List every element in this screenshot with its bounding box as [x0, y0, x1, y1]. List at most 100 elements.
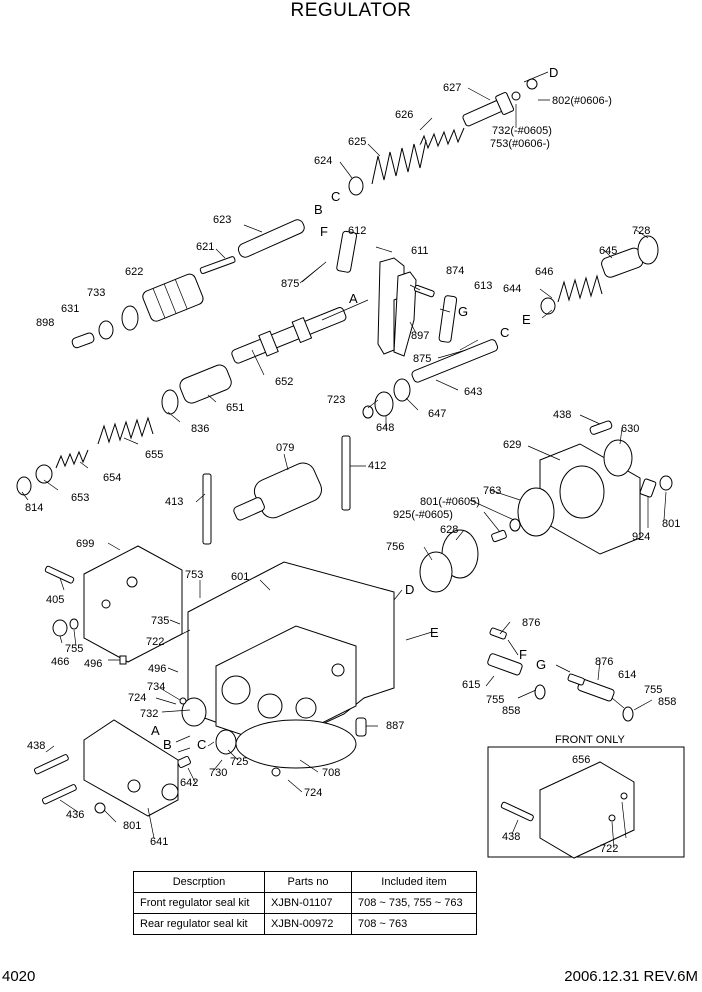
- label-897: 897: [411, 330, 429, 342]
- label-613: 613: [474, 280, 492, 292]
- label-601: 601: [231, 571, 249, 583]
- label-646: 646: [535, 266, 553, 278]
- label-723: 723: [327, 394, 345, 406]
- label-755-a: 755: [65, 643, 83, 655]
- label-725: 725: [230, 756, 248, 768]
- label-629: 629: [503, 439, 521, 451]
- label-F-1: F: [320, 224, 328, 239]
- label-651: 651: [226, 402, 244, 414]
- label-653: 653: [71, 492, 89, 504]
- page-title: REGULATOR: [290, 0, 412, 21]
- table-cell: 708 ~ 763: [351, 913, 477, 935]
- label-B-2: B: [163, 737, 172, 752]
- label-924: 924: [632, 531, 650, 543]
- label-625: 625: [348, 136, 366, 148]
- label-630: 630: [621, 423, 639, 435]
- label-641: 641: [150, 836, 168, 848]
- label-438-a: 438: [553, 409, 571, 421]
- label-654: 654: [103, 472, 121, 484]
- label-647: 647: [428, 408, 446, 420]
- label-875-a: 875: [281, 278, 299, 290]
- parts-drawing: [16, 71, 685, 859]
- label-614: 614: [618, 669, 636, 681]
- revision-date: 2006.12.31 REV.6M: [564, 968, 698, 985]
- label-876-a: 876: [522, 617, 540, 629]
- label-621: 621: [196, 241, 214, 253]
- label-D-1: D: [549, 65, 558, 80]
- label-644: 644: [503, 283, 521, 295]
- label-A-1: A: [349, 291, 358, 306]
- label-G-1: G: [458, 304, 468, 319]
- label-898: 898: [36, 317, 54, 329]
- table-header-row: Descrption Parts no Included item: [133, 871, 477, 893]
- label-801-c: 801: [123, 820, 141, 832]
- label-412: 412: [368, 460, 386, 472]
- label-699: 699: [76, 538, 94, 550]
- label-801-note: 801(-#0605): [420, 496, 480, 508]
- label-623: 623: [213, 214, 231, 226]
- table-row: Front regulator seal kit XJBN-01107 708 …: [133, 892, 477, 914]
- label-802: 802(#0606-): [552, 95, 612, 107]
- label-887: 887: [386, 720, 404, 732]
- label-612: 612: [348, 225, 366, 237]
- label-753-note: 753(#0606-): [490, 138, 550, 150]
- label-436: 436: [66, 809, 84, 821]
- label-645: 645: [599, 245, 617, 257]
- label-643: 643: [464, 386, 482, 398]
- table-cell: XJBN-01107: [264, 892, 352, 914]
- label-756: 756: [386, 541, 404, 553]
- table-row: Rear regulator seal kit XJBN-00972 708 ~…: [133, 913, 477, 935]
- label-722-b: 722: [600, 843, 618, 855]
- label-753-b: 753: [185, 569, 203, 581]
- label-722-a: 722: [146, 636, 164, 648]
- label-648: 648: [376, 422, 394, 434]
- label-724-b: 724: [304, 787, 322, 799]
- label-466: 466: [51, 656, 69, 668]
- label-814: 814: [25, 502, 43, 514]
- table-header-cell: Parts no: [264, 871, 352, 893]
- label-858-a: 858: [502, 705, 520, 717]
- label-B-1: B: [314, 202, 323, 217]
- label-438-b: 438: [27, 740, 45, 752]
- label-733: 733: [87, 287, 105, 299]
- table-cell: Rear regulator seal kit: [133, 913, 265, 935]
- label-E-1: E: [522, 312, 531, 327]
- label-763: 763: [483, 485, 501, 497]
- label-642: 642: [180, 777, 198, 789]
- label-708: 708: [322, 767, 340, 779]
- label-626: 626: [395, 109, 413, 121]
- table-cell: Front regulator seal kit: [133, 892, 265, 914]
- label-615: 615: [462, 679, 480, 691]
- label-734: 734: [147, 681, 165, 693]
- label-079: 079: [276, 442, 294, 454]
- label-836: 836: [191, 423, 209, 435]
- table-header-cell: Descrption: [133, 871, 265, 893]
- front-only-label: FRONT ONLY: [555, 734, 625, 746]
- table-header-cell: Included item: [351, 871, 477, 893]
- label-438-c: 438: [502, 831, 520, 843]
- label-732-note: 732(-#0605): [492, 125, 552, 137]
- label-876-b: 876: [595, 656, 613, 668]
- label-858-b: 858: [658, 696, 676, 708]
- label-405: 405: [46, 594, 64, 606]
- label-874: 874: [446, 265, 464, 277]
- label-C-1: C: [331, 189, 340, 204]
- label-631: 631: [61, 303, 79, 315]
- label-C-2: C: [500, 325, 509, 340]
- label-496-a: 496: [84, 658, 102, 670]
- page-number: 4020: [2, 968, 36, 985]
- label-925-note: 925(-#0605): [393, 509, 453, 521]
- label-D-2: D: [405, 582, 414, 597]
- label-732-b: 732: [140, 708, 158, 720]
- seal-kit-table: Descrption Parts no Included item Front …: [133, 871, 477, 935]
- label-730: 730: [209, 767, 227, 779]
- label-622: 622: [125, 266, 143, 278]
- label-413: 413: [165, 496, 183, 508]
- label-624: 624: [314, 155, 332, 167]
- label-627: 627: [443, 82, 461, 94]
- table-cell: 708 ~ 735, 755 ~ 763: [351, 892, 477, 914]
- label-755-c: 755: [644, 684, 662, 696]
- table-cell: XJBN-00972: [264, 913, 352, 935]
- label-611: 611: [411, 245, 429, 257]
